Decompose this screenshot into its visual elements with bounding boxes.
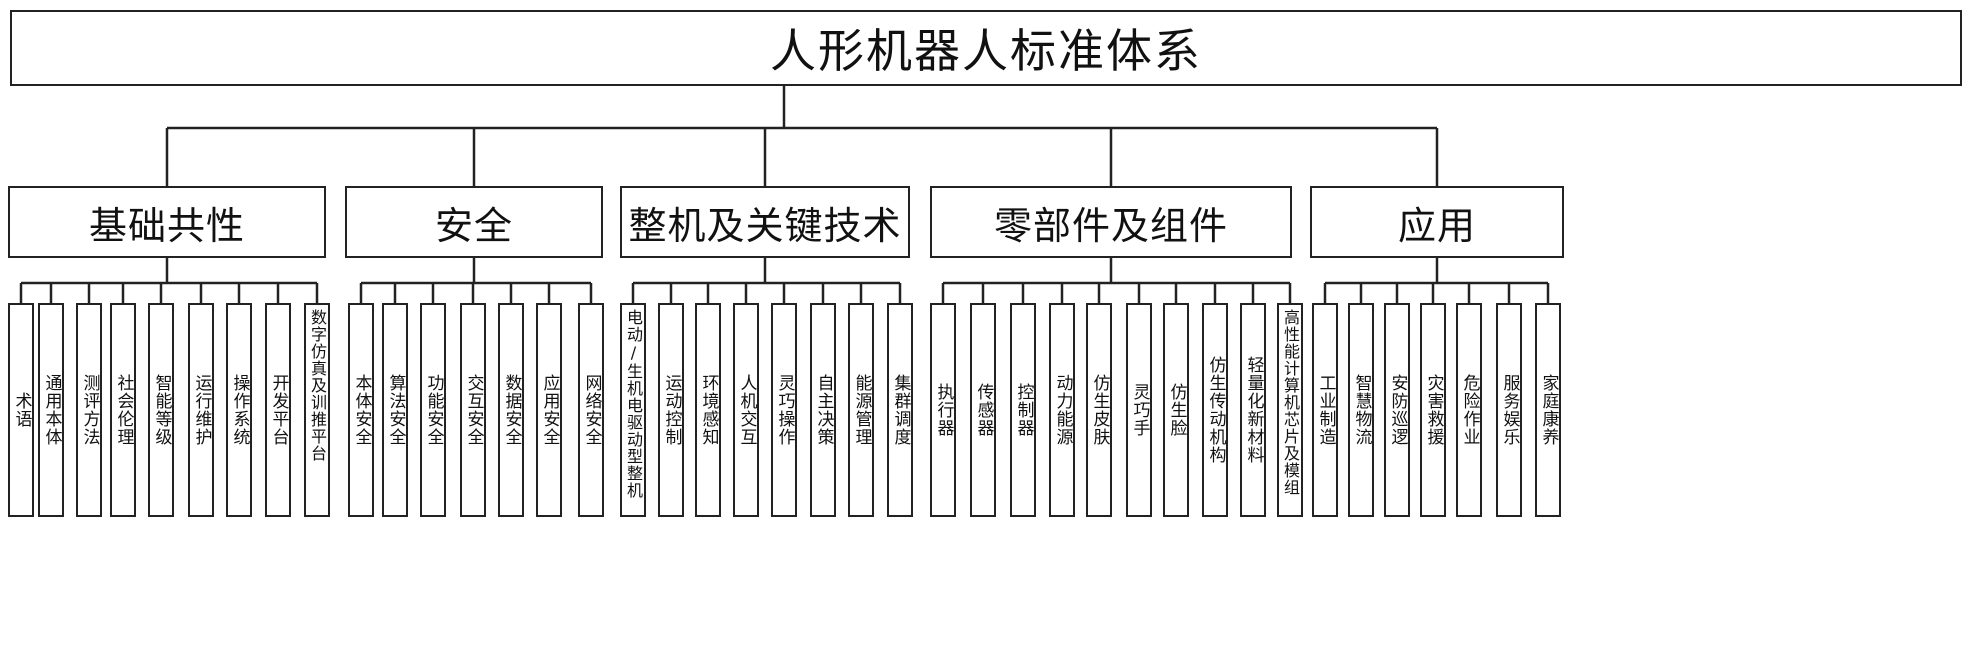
leaf-label: 仿生皮肤 [1089, 374, 1110, 446]
leaf-box: 电动/生机电驱动型整机 [620, 303, 646, 517]
leaf-box: 灵巧手 [1126, 303, 1152, 517]
leaf-label: 交互安全 [463, 374, 484, 446]
leaf-label: 运动控制 [661, 374, 682, 446]
leaf-label: 网络安全 [581, 374, 602, 446]
category-label: 安全 [434, 203, 513, 248]
leaf-label: 轻量化新材料 [1243, 356, 1264, 464]
leaf-label: 应用安全 [539, 374, 560, 446]
leaf-box: 自主决策 [810, 303, 836, 517]
leaf-label: 仿生传动机构 [1205, 356, 1226, 464]
leaf-box: 社会伦理 [110, 303, 136, 517]
leaf-box: 动力能源 [1049, 303, 1075, 517]
leaf-box: 安防巡逻 [1384, 303, 1410, 517]
leaf-label: 动力能源 [1052, 374, 1073, 446]
leaf-box: 仿生传动机构 [1202, 303, 1228, 517]
leaf-box: 服务娱乐 [1496, 303, 1522, 517]
leaf-box: 开发平台 [265, 303, 291, 517]
leaf-label: 灵巧手 [1129, 383, 1150, 437]
leaf-label: 本体安全 [351, 374, 372, 446]
leaf-label: 集群调度 [890, 374, 911, 446]
leaf-box: 操作系统 [226, 303, 252, 517]
leaf-label: 灵巧操作 [774, 374, 795, 446]
leaf-label: 灾害救援 [1423, 374, 1444, 446]
leaf-box: 危险作业 [1456, 303, 1482, 517]
leaf-label: 安防巡逻 [1387, 374, 1408, 446]
root-title: 人形机器人标准体系 [770, 24, 1202, 78]
leaf-label: 仿生脸 [1166, 383, 1187, 437]
leaf-label: 危险作业 [1459, 374, 1480, 446]
leaf-label: 电动/生机电驱动型整机 [624, 309, 643, 499]
category-label: 零部件及组件 [993, 203, 1228, 248]
leaf-label: 术语 [11, 392, 32, 428]
leaf-label: 功能安全 [423, 374, 444, 446]
leaf-label: 执行器 [933, 383, 954, 437]
leaf-label: 家庭康养 [1538, 374, 1559, 446]
leaf-box: 家庭康养 [1535, 303, 1561, 517]
leaf-box: 控制器 [1010, 303, 1036, 517]
leaf-box: 工业制造 [1312, 303, 1338, 517]
leaf-box: 仿生皮肤 [1086, 303, 1112, 517]
leaf-box: 交互安全 [460, 303, 486, 517]
leaf-box: 应用安全 [536, 303, 562, 517]
leaf-label: 控制器 [1013, 383, 1034, 437]
leaf-box: 灵巧操作 [771, 303, 797, 517]
leaf-box: 高性能计算机芯片及模组 [1277, 303, 1303, 517]
leaf-label: 运行维护 [191, 374, 212, 446]
leaf-label: 服务娱乐 [1499, 374, 1520, 446]
leaf-label: 智能等级 [151, 374, 172, 446]
leaf-box: 数字仿真及训推平台 [304, 303, 330, 517]
leaf-label: 高性能计算机芯片及模组 [1281, 309, 1300, 496]
category-box: 整机及关键技术 [620, 186, 910, 258]
leaf-box: 环境感知 [695, 303, 721, 517]
leaf-box: 轻量化新材料 [1240, 303, 1266, 517]
leaf-box: 测评方法 [76, 303, 102, 517]
leaf-box: 本体安全 [348, 303, 374, 517]
category-label: 整机及关键技术 [628, 203, 902, 248]
leaf-box: 执行器 [930, 303, 956, 517]
leaf-box: 仿生脸 [1163, 303, 1189, 517]
leaf-box: 人机交互 [733, 303, 759, 517]
leaf-label: 人机交互 [736, 374, 757, 446]
leaf-label: 测评方法 [79, 374, 100, 446]
category-box: 零部件及组件 [930, 186, 1292, 258]
category-label: 基础共性 [88, 203, 245, 248]
leaf-label: 开发平台 [268, 374, 289, 446]
leaf-label: 自主决策 [813, 374, 834, 446]
leaf-label: 算法安全 [385, 374, 406, 446]
leaf-box: 术语 [8, 303, 34, 517]
leaf-label: 数据安全 [501, 374, 522, 446]
leaf-box: 网络安全 [578, 303, 604, 517]
leaf-box: 能源管理 [848, 303, 874, 517]
leaf-label: 操作系统 [229, 374, 250, 446]
leaf-box: 通用本体 [38, 303, 64, 517]
category-box: 应用 [1310, 186, 1564, 258]
leaf-label: 通用本体 [41, 374, 62, 446]
leaf-label: 智慧物流 [1351, 374, 1372, 446]
leaf-box: 运动控制 [658, 303, 684, 517]
leaf-label: 数字仿真及训推平台 [308, 309, 327, 462]
category-box: 基础共性 [8, 186, 326, 258]
leaf-box: 智慧物流 [1348, 303, 1374, 517]
leaf-label: 能源管理 [851, 374, 872, 446]
root-title-box: 人形机器人标准体系 [10, 10, 1962, 86]
leaf-box: 灾害救援 [1420, 303, 1446, 517]
leaf-label: 社会伦理 [113, 374, 134, 446]
leaf-label: 工业制造 [1315, 374, 1336, 446]
leaf-box: 传感器 [970, 303, 996, 517]
leaf-box: 运行维护 [188, 303, 214, 517]
leaf-box: 集群调度 [887, 303, 913, 517]
category-label: 应用 [1397, 203, 1476, 248]
leaf-box: 数据安全 [498, 303, 524, 517]
leaf-box: 算法安全 [382, 303, 408, 517]
leaf-label: 环境感知 [698, 374, 719, 446]
leaf-box: 功能安全 [420, 303, 446, 517]
category-box: 安全 [345, 186, 603, 258]
leaf-label: 传感器 [973, 383, 994, 437]
leaf-box: 智能等级 [148, 303, 174, 517]
